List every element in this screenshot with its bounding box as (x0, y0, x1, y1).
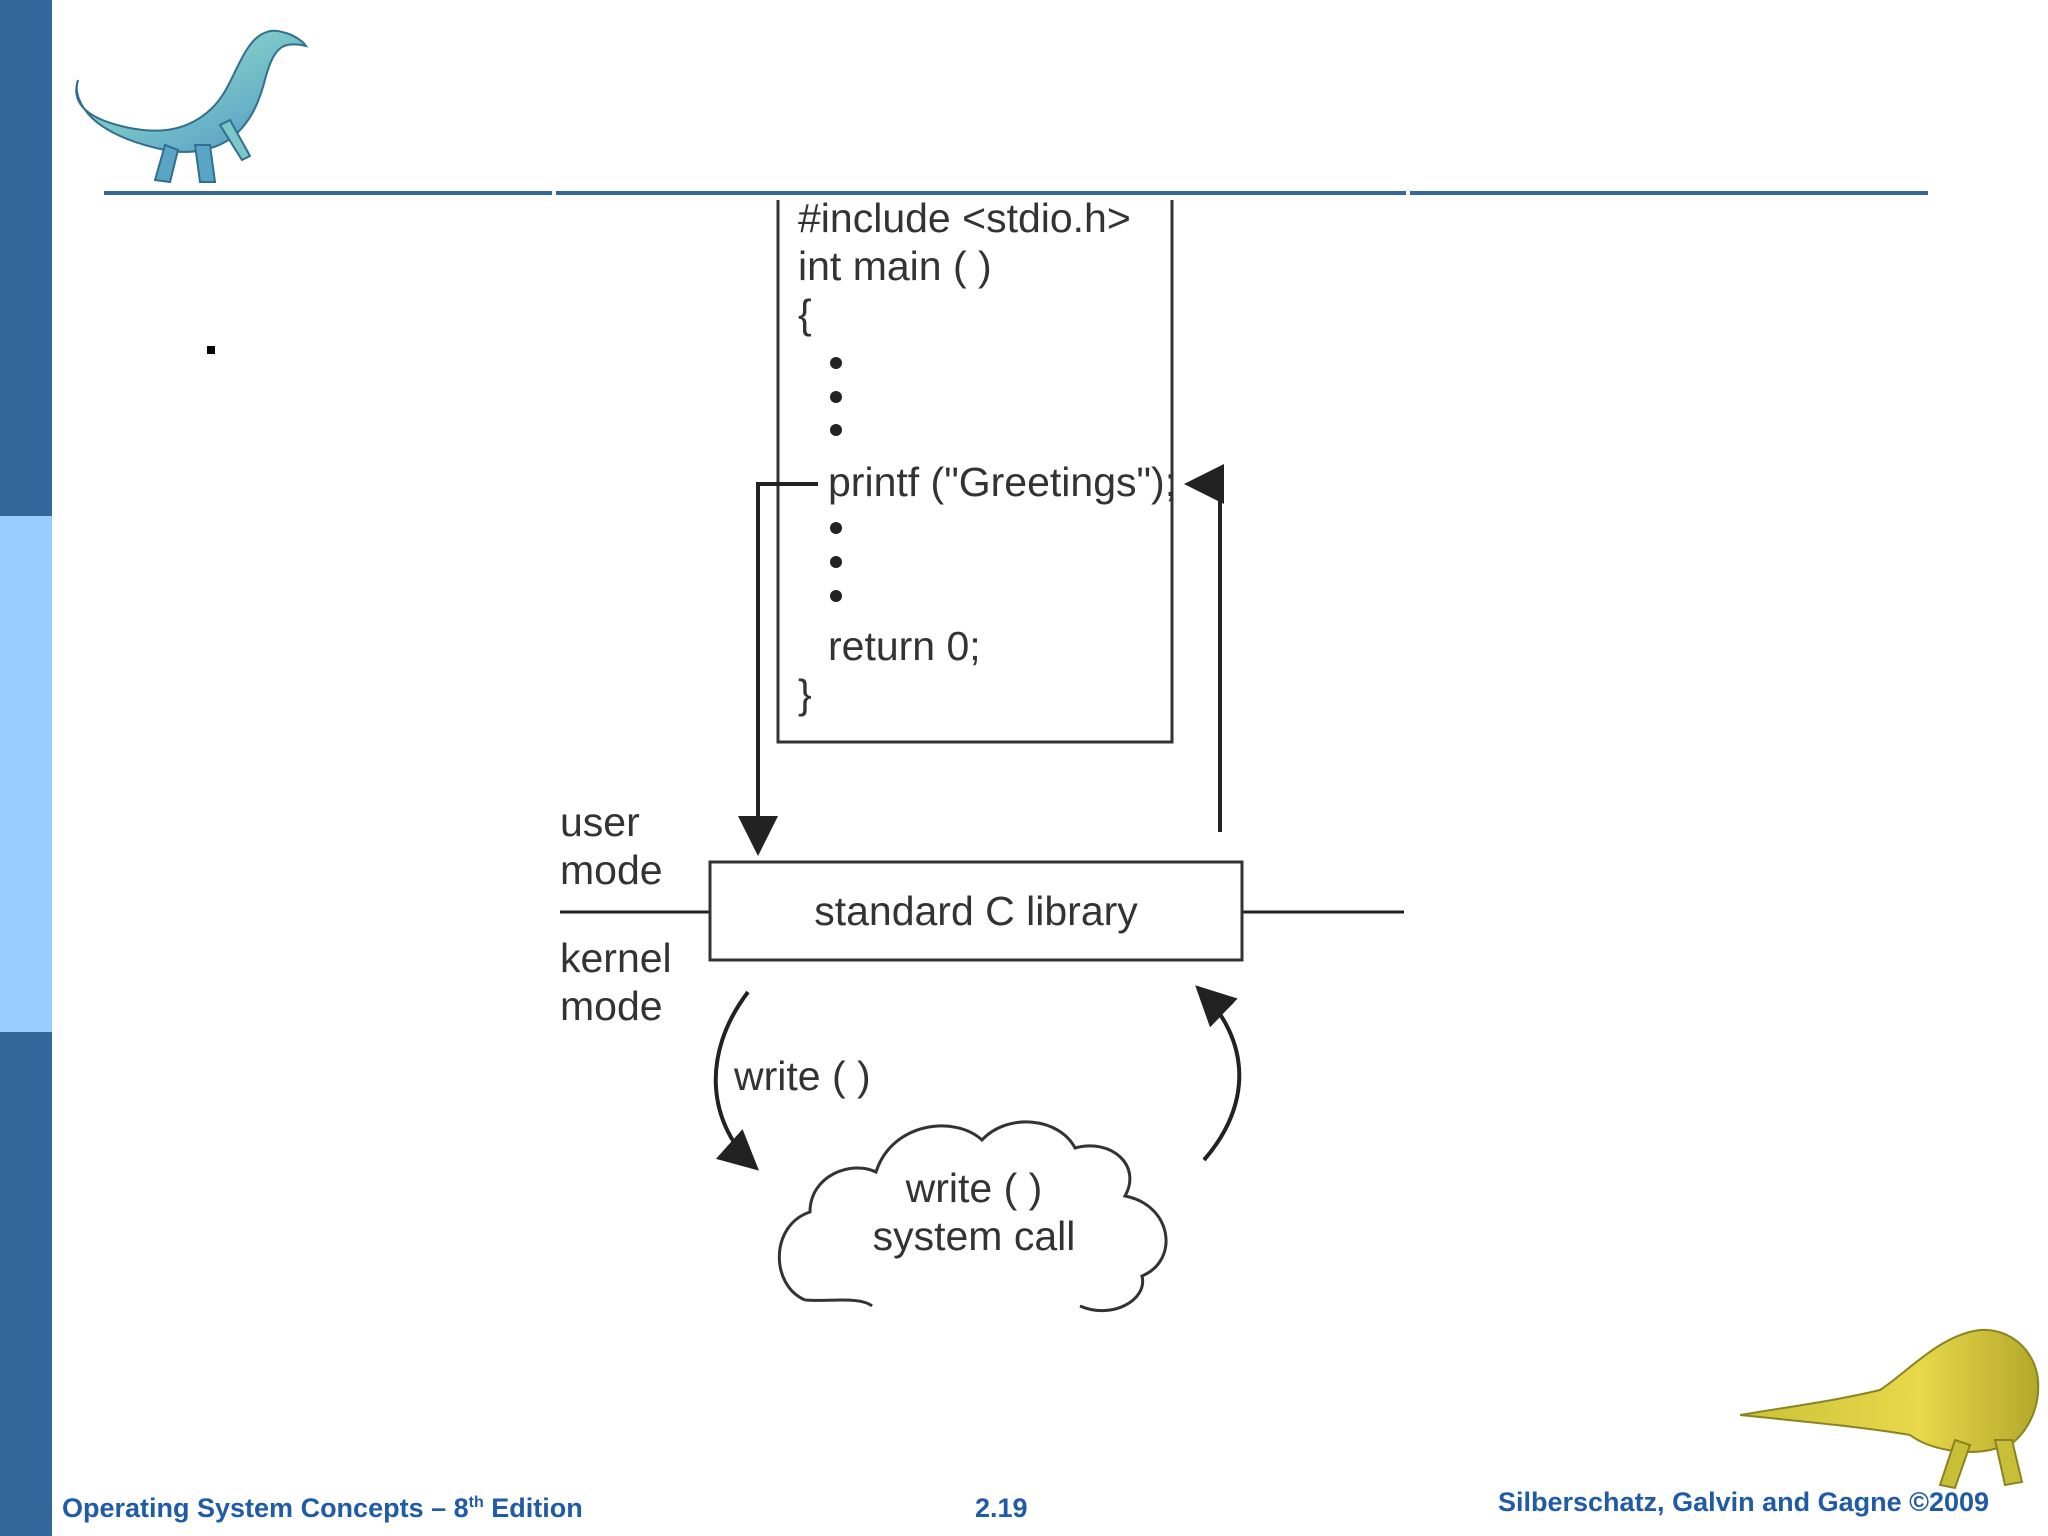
code-box (776, 200, 1174, 744)
code-line-return: return 0; (828, 623, 981, 669)
write-call-arrow (713, 990, 759, 1171)
system-call-label-line1: write ( ) (905, 1165, 1043, 1211)
system-call-cloud (777, 1120, 1168, 1312)
call-arrow (738, 482, 818, 856)
code-line-printf: printf ("Greetings"); (828, 459, 1176, 505)
standard-library-box (708, 860, 1244, 962)
syscall-return-arrow (1195, 985, 1242, 1162)
footer-page-number: 2.19 (975, 1493, 1028, 1523)
user-mode-label: user (560, 799, 640, 845)
header-divider-line (104, 191, 1928, 195)
code-line-main: int main ( ) (798, 243, 992, 289)
code-ellipsis-dot (830, 556, 842, 568)
write-call-label: write ( ) (733, 1053, 871, 1099)
bullet-point-dot (207, 346, 215, 354)
sidebar-segment-middle (0, 516, 52, 1032)
code-line-close-brace: } (798, 671, 812, 717)
code-ellipsis-dot (830, 391, 842, 403)
footer-copyright: Silberschatz, Galvin and Gagne ©2009 (1498, 1487, 1990, 1517)
footer-title-text: Operating System Concepts – 8 (62, 1493, 469, 1523)
dinosaur-corner-icon (1740, 1328, 2040, 1490)
user-mode-label: mode (560, 847, 663, 893)
return-arrow (1184, 464, 1224, 832)
kernel-mode-label: mode (560, 983, 663, 1029)
code-line-open-brace: { (798, 291, 812, 337)
footer-title-superscript: th (468, 1494, 484, 1511)
dinosaur-logo-icon (75, 29, 309, 184)
code-line-include: #include <stdio.h> (798, 195, 1131, 241)
code-ellipsis-dot (830, 357, 842, 369)
code-ellipsis-dot (830, 522, 842, 534)
footer-book-title: Operating System Concepts – 8th Edition (62, 1493, 583, 1524)
kernel-mode-label: kernel (560, 935, 672, 981)
header-divider-gap (1406, 191, 1410, 195)
code-ellipsis-dot (830, 590, 842, 602)
standard-library-label: standard C library (814, 888, 1138, 934)
system-call-label-line2: system call (873, 1213, 1076, 1259)
left-sidebar-bar (0, 0, 52, 1536)
header-divider-gap (552, 191, 556, 195)
footer-title-suffix: Edition (483, 1493, 583, 1523)
sidebar-segment-bottom (0, 1032, 52, 1536)
label-crop-mask (540, 790, 560, 1040)
code-ellipsis-dot (830, 424, 842, 436)
sidebar-segment-top (0, 0, 52, 516)
